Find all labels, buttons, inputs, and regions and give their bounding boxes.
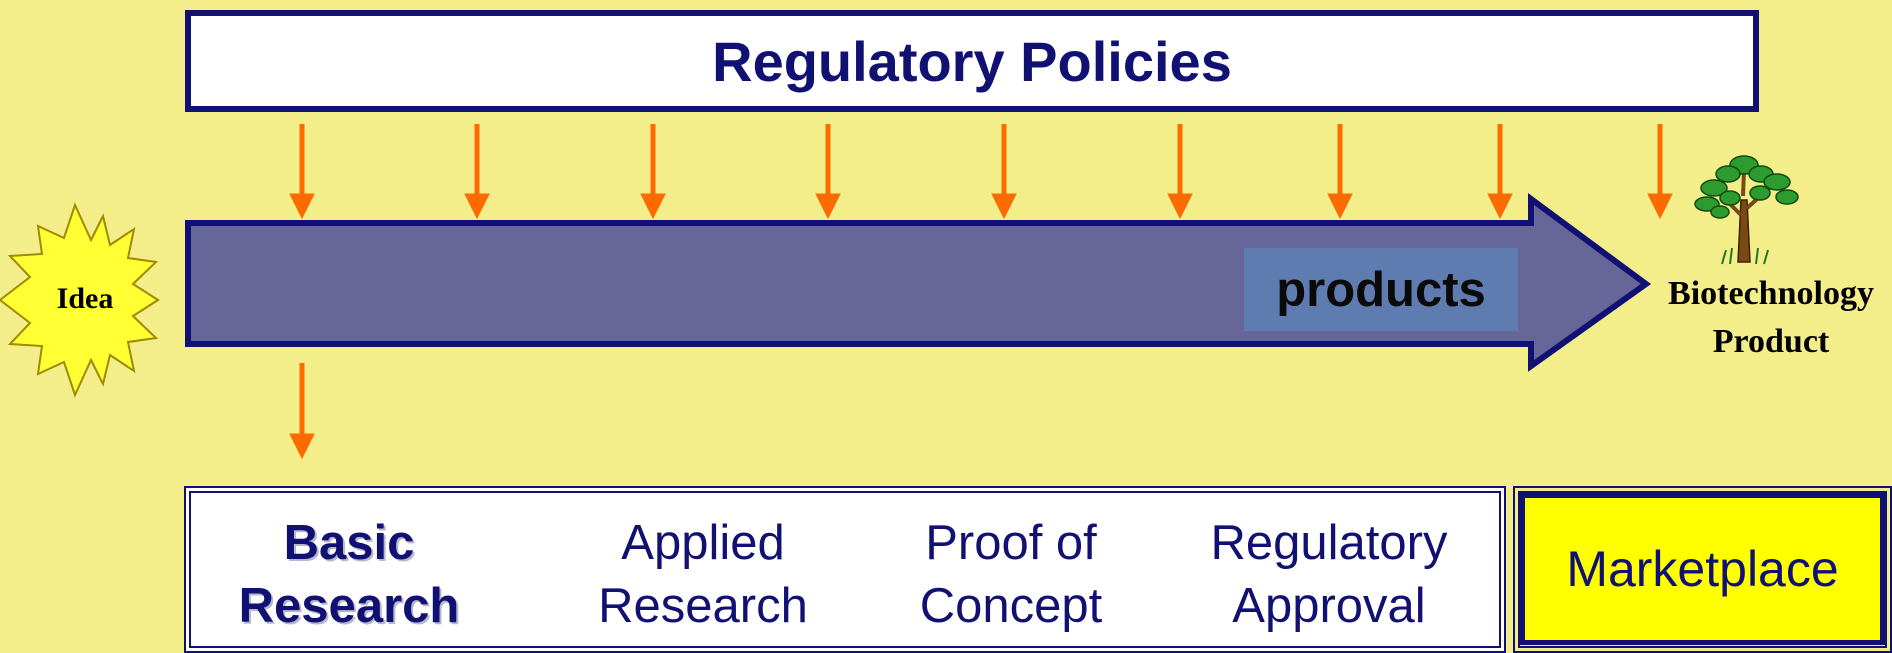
policy-arrows xyxy=(289,124,1673,460)
policy-arrow-icon xyxy=(991,124,1017,220)
idea-burst-icon xyxy=(0,202,160,398)
policy-arrow-icon xyxy=(1167,124,1193,220)
regulatory-policies-box: Regulatory Policies xyxy=(185,10,1759,112)
marketplace-box: Marketplace xyxy=(1520,493,1885,645)
policy-arrow-icon xyxy=(464,124,490,220)
stage-proof-of-concept: Proof of Concept xyxy=(919,516,1103,633)
research-stages-box xyxy=(184,486,1506,653)
policy-arrow-icon xyxy=(289,124,315,220)
tree-icon xyxy=(1694,155,1799,265)
products-label: products xyxy=(1244,248,1518,331)
policy-arrow-icon xyxy=(815,124,841,220)
policy-arrow-icon xyxy=(1487,124,1513,220)
policy-arrow-icon xyxy=(1647,124,1673,220)
policy-arrow-icon xyxy=(1327,124,1353,220)
idea-label: Idea xyxy=(56,282,114,315)
biotechnology-product-label: Biotechnology Product xyxy=(1668,275,1874,360)
policy-arrow-icon xyxy=(289,363,315,460)
stage-applied-research: Applied Research xyxy=(598,516,808,633)
policy-arrow-icon xyxy=(640,124,666,220)
stage-regulatory-approval: Regulatory Approval xyxy=(1210,516,1448,633)
regulatory-policies-title: Regulatory Policies xyxy=(712,29,1232,93)
marketplace-label: Marketplace xyxy=(1566,541,1839,597)
stage-basic-research: Basic Research xyxy=(238,516,460,633)
